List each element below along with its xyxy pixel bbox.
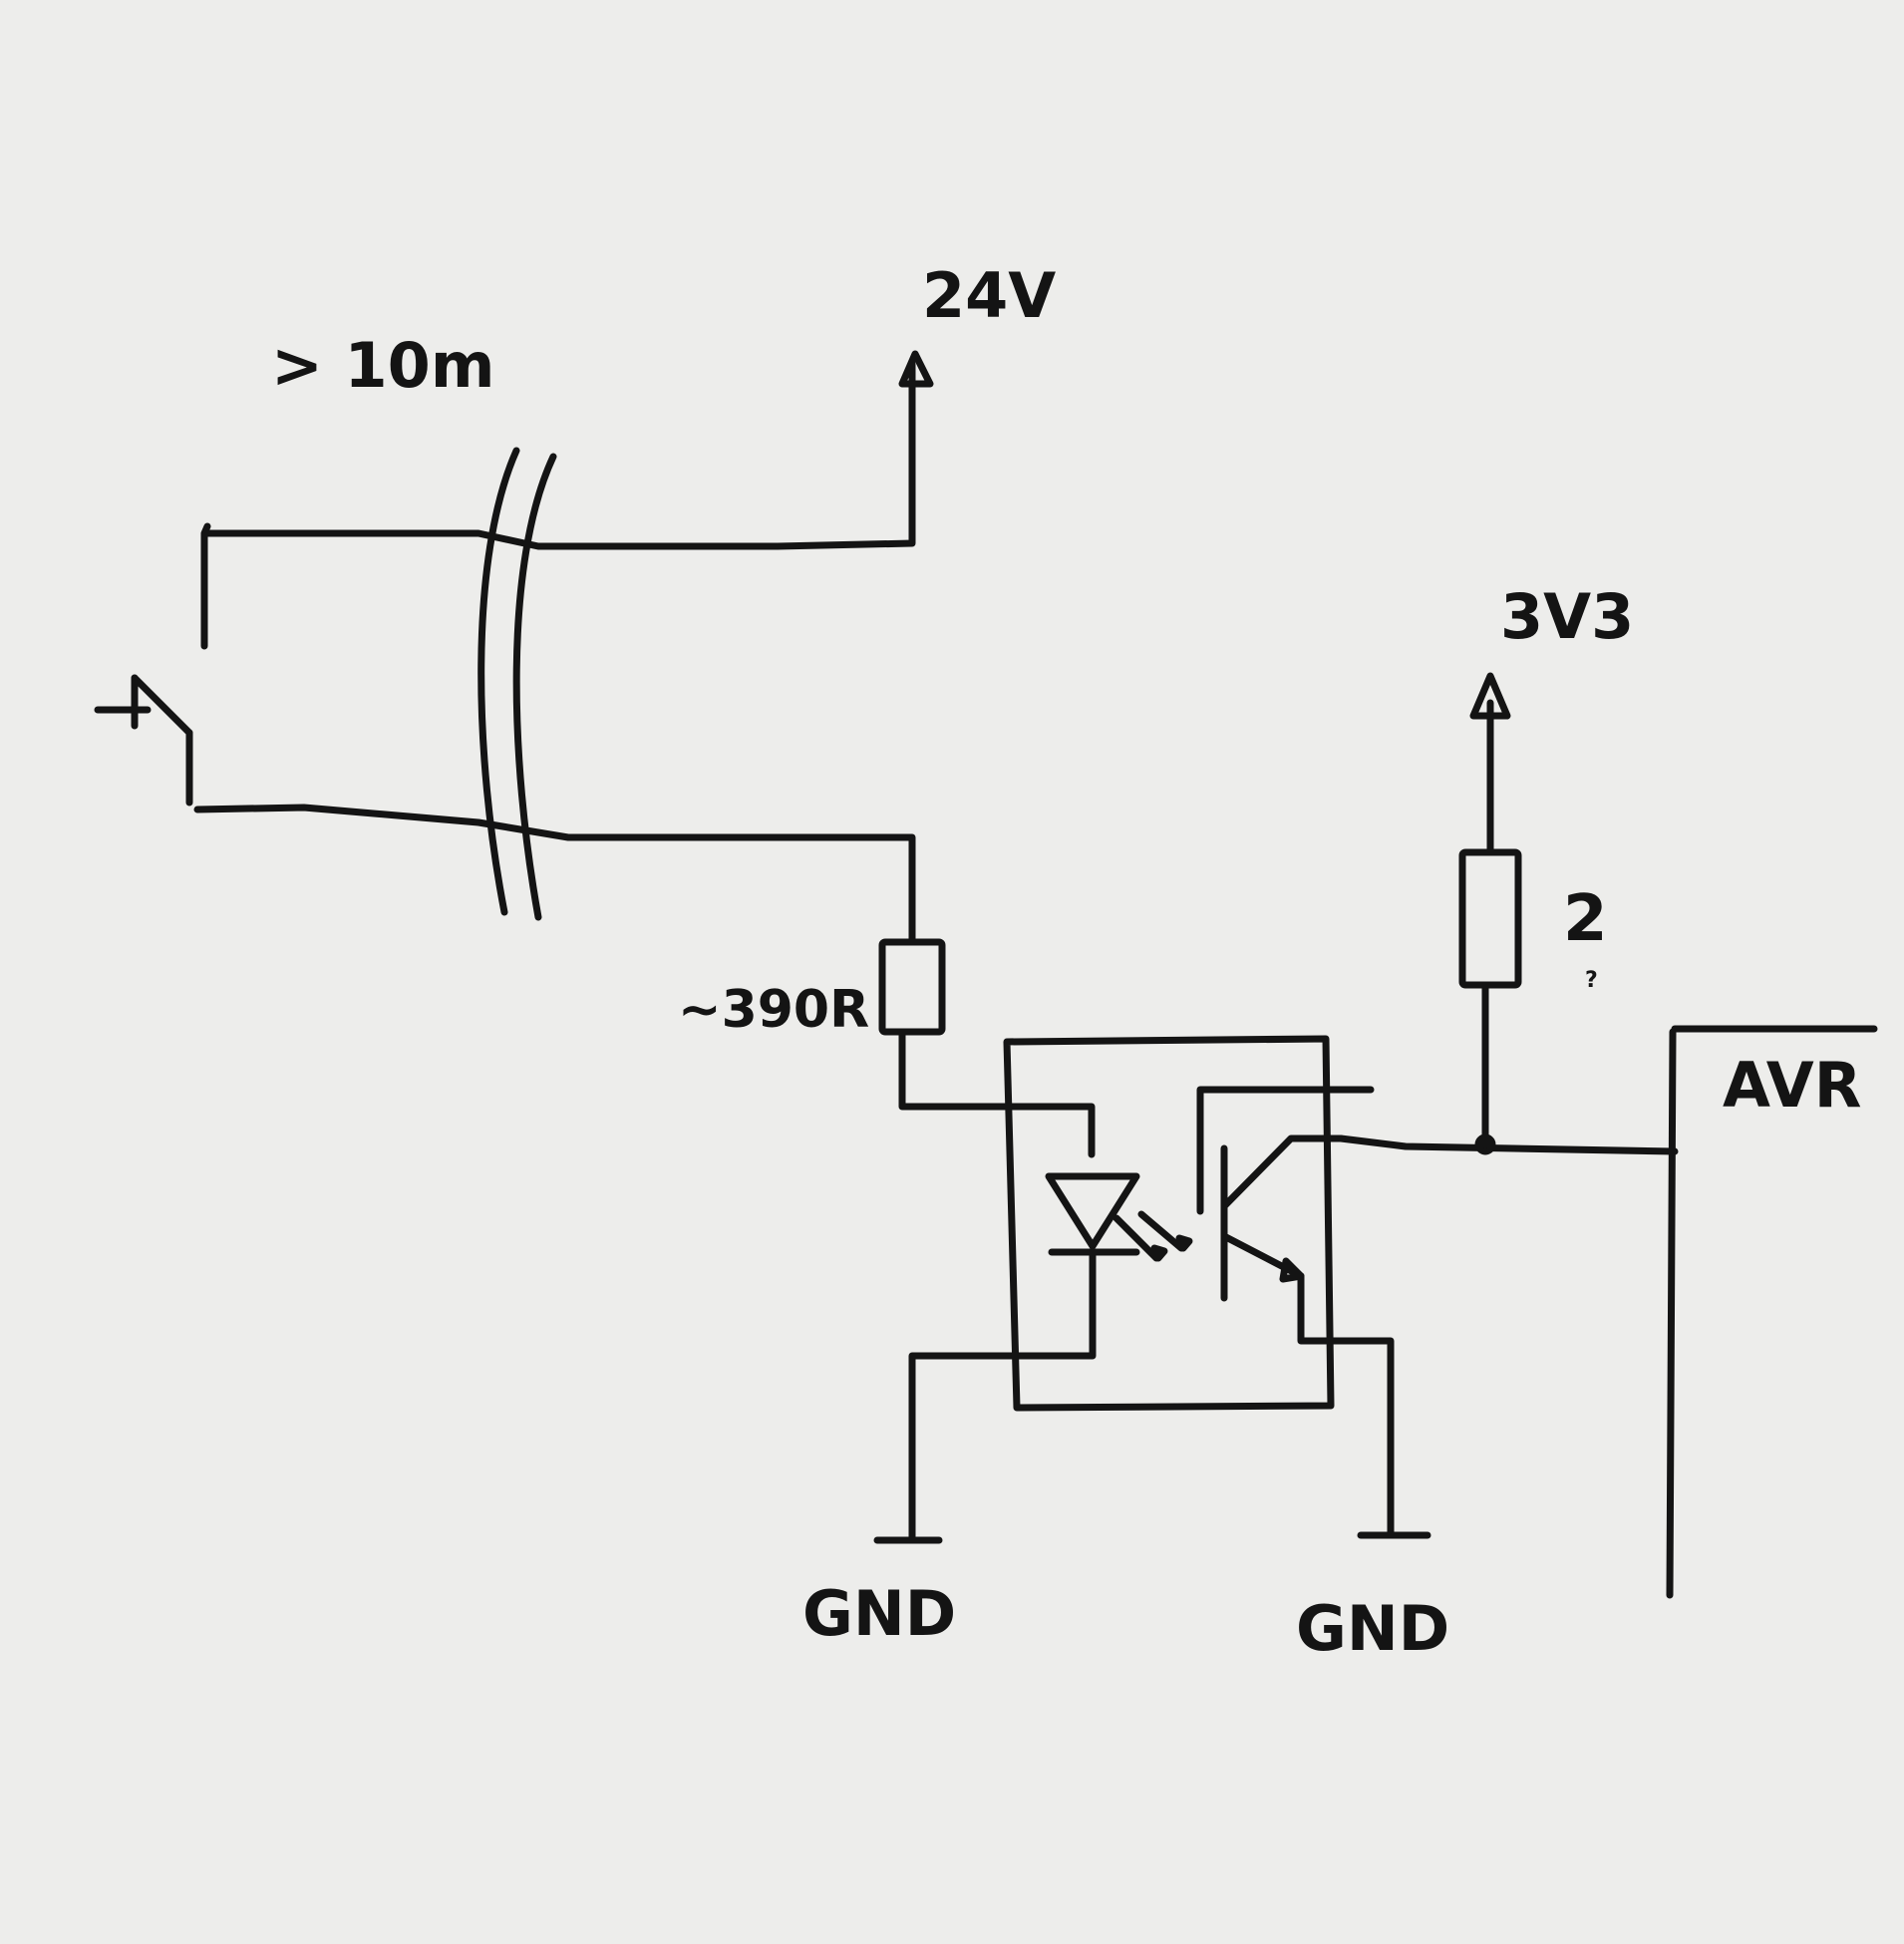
led-diode <box>908 1172 1193 1544</box>
cable-break-marks <box>477 447 557 921</box>
supply-3v3-label: 3V3 <box>1500 580 1634 653</box>
resistor-2 <box>1458 848 1522 989</box>
cable-wire-top <box>203 360 916 550</box>
mcu-label: AVR <box>1723 1049 1862 1122</box>
resistor-2-mark: ? <box>1585 968 1598 993</box>
resistor-390r <box>878 938 946 1036</box>
supply-arrow-3v3 <box>1469 672 1511 720</box>
supply-24v-label: 24V <box>922 259 1056 332</box>
cable-length-label: > 10m <box>271 329 494 402</box>
cable-wire-bottom <box>193 804 916 946</box>
phototransistor <box>1196 1086 1395 1539</box>
gnd-right-label: GND <box>1296 1592 1449 1665</box>
push-button-switch <box>94 522 211 807</box>
resistor-2-label: 2 <box>1563 882 1608 956</box>
supply-arrow-24v <box>898 350 934 388</box>
resistor-390r-lead <box>898 1028 1096 1158</box>
gnd-left-label: GND <box>802 1577 956 1650</box>
resistor-390r-label: ~390R <box>678 980 869 1040</box>
signal-line <box>1337 1134 1679 1155</box>
avr-block-edge <box>1666 1028 1677 1599</box>
optocoupler-outline <box>1003 1035 1335 1412</box>
ink-strokes <box>94 350 1878 1599</box>
